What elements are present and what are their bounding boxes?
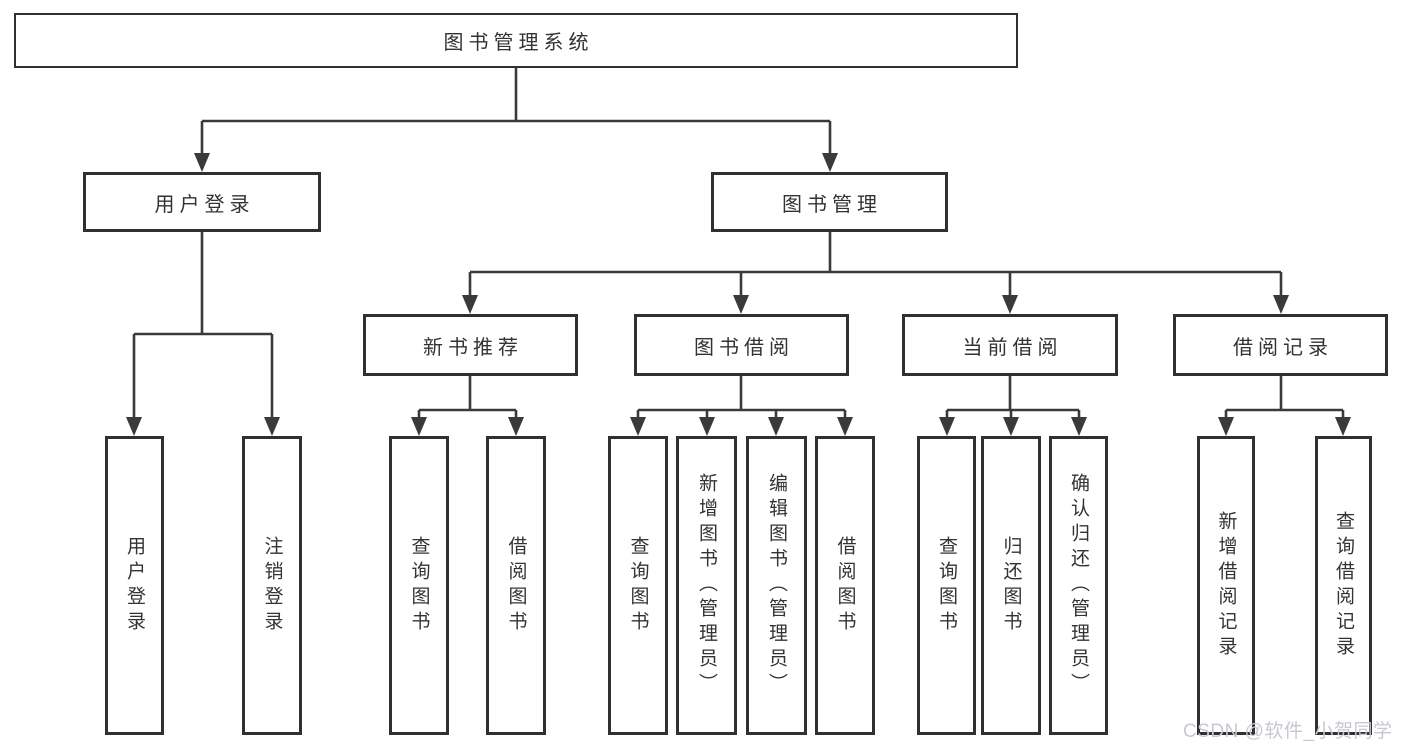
node-label: 查询图书 (936, 535, 957, 636)
leaf-query-books: 查询图书 (917, 436, 976, 735)
node-library-management-system: 图书管理系统 (14, 13, 1018, 68)
node-label: 注销登录 (261, 535, 283, 636)
node-label: 借阅图书 (834, 535, 856, 636)
node-current-borrowing: 当前借阅 (902, 314, 1118, 376)
leaf-add-books-admin: 新增图书（管理员） (676, 436, 737, 735)
leaf-edit-books-admin: 编辑图书（管理员） (746, 436, 807, 735)
node-user-login: 用户登录 (83, 172, 321, 232)
node-label: 归还图书 (1000, 535, 1022, 636)
node-book-management: 图书管理 (711, 172, 948, 232)
node-borrowing-records: 借阅记录 (1173, 314, 1388, 376)
node-label: 新增借阅记录 (1215, 510, 1237, 661)
node-label: 当前借阅 (962, 336, 1063, 359)
node-label: 用户登录 (154, 193, 255, 216)
node-label: 图书借阅 (694, 336, 794, 359)
leaf-borrow-books: 借阅图书 (486, 436, 546, 735)
node-label: 查询图书 (408, 535, 430, 636)
leaf-user-login: 用户登录 (105, 436, 164, 735)
node-label: 新书推荐 (423, 336, 523, 359)
leaf-logout: 注销登录 (242, 436, 302, 735)
node-label: 查询图书 (627, 535, 649, 636)
csdn-watermark: CSDN @软件_小贺同学 (1183, 721, 1393, 742)
node-label: 图书管理系统 (443, 32, 594, 54)
leaf-query-books: 查询图书 (608, 436, 668, 735)
node-book-borrowing: 图书借阅 (634, 314, 849, 376)
node-label: 编辑图书（管理员） (766, 473, 787, 698)
leaf-add-borrow-record: 新增借阅记录 (1197, 436, 1255, 735)
node-label: 借阅记录 (1233, 336, 1333, 359)
leaf-borrow-books: 借阅图书 (815, 436, 875, 735)
node-new-book-recommendation: 新书推荐 (363, 314, 578, 376)
node-label: 图书管理 (782, 193, 882, 216)
leaf-query-books: 查询图书 (389, 436, 449, 735)
leaf-query-borrow-record: 查询借阅记录 (1315, 436, 1372, 735)
leaf-confirm-return-admin: 确认归还（管理员） (1049, 436, 1108, 735)
node-label: 新增图书（管理员） (696, 473, 717, 698)
node-label: 借阅图书 (505, 535, 527, 636)
node-label: 查询借阅记录 (1333, 510, 1354, 661)
node-label: 确认归还（管理员） (1068, 473, 1089, 698)
leaf-return-books: 归还图书 (981, 436, 1041, 735)
node-label: 用户登录 (124, 535, 145, 636)
